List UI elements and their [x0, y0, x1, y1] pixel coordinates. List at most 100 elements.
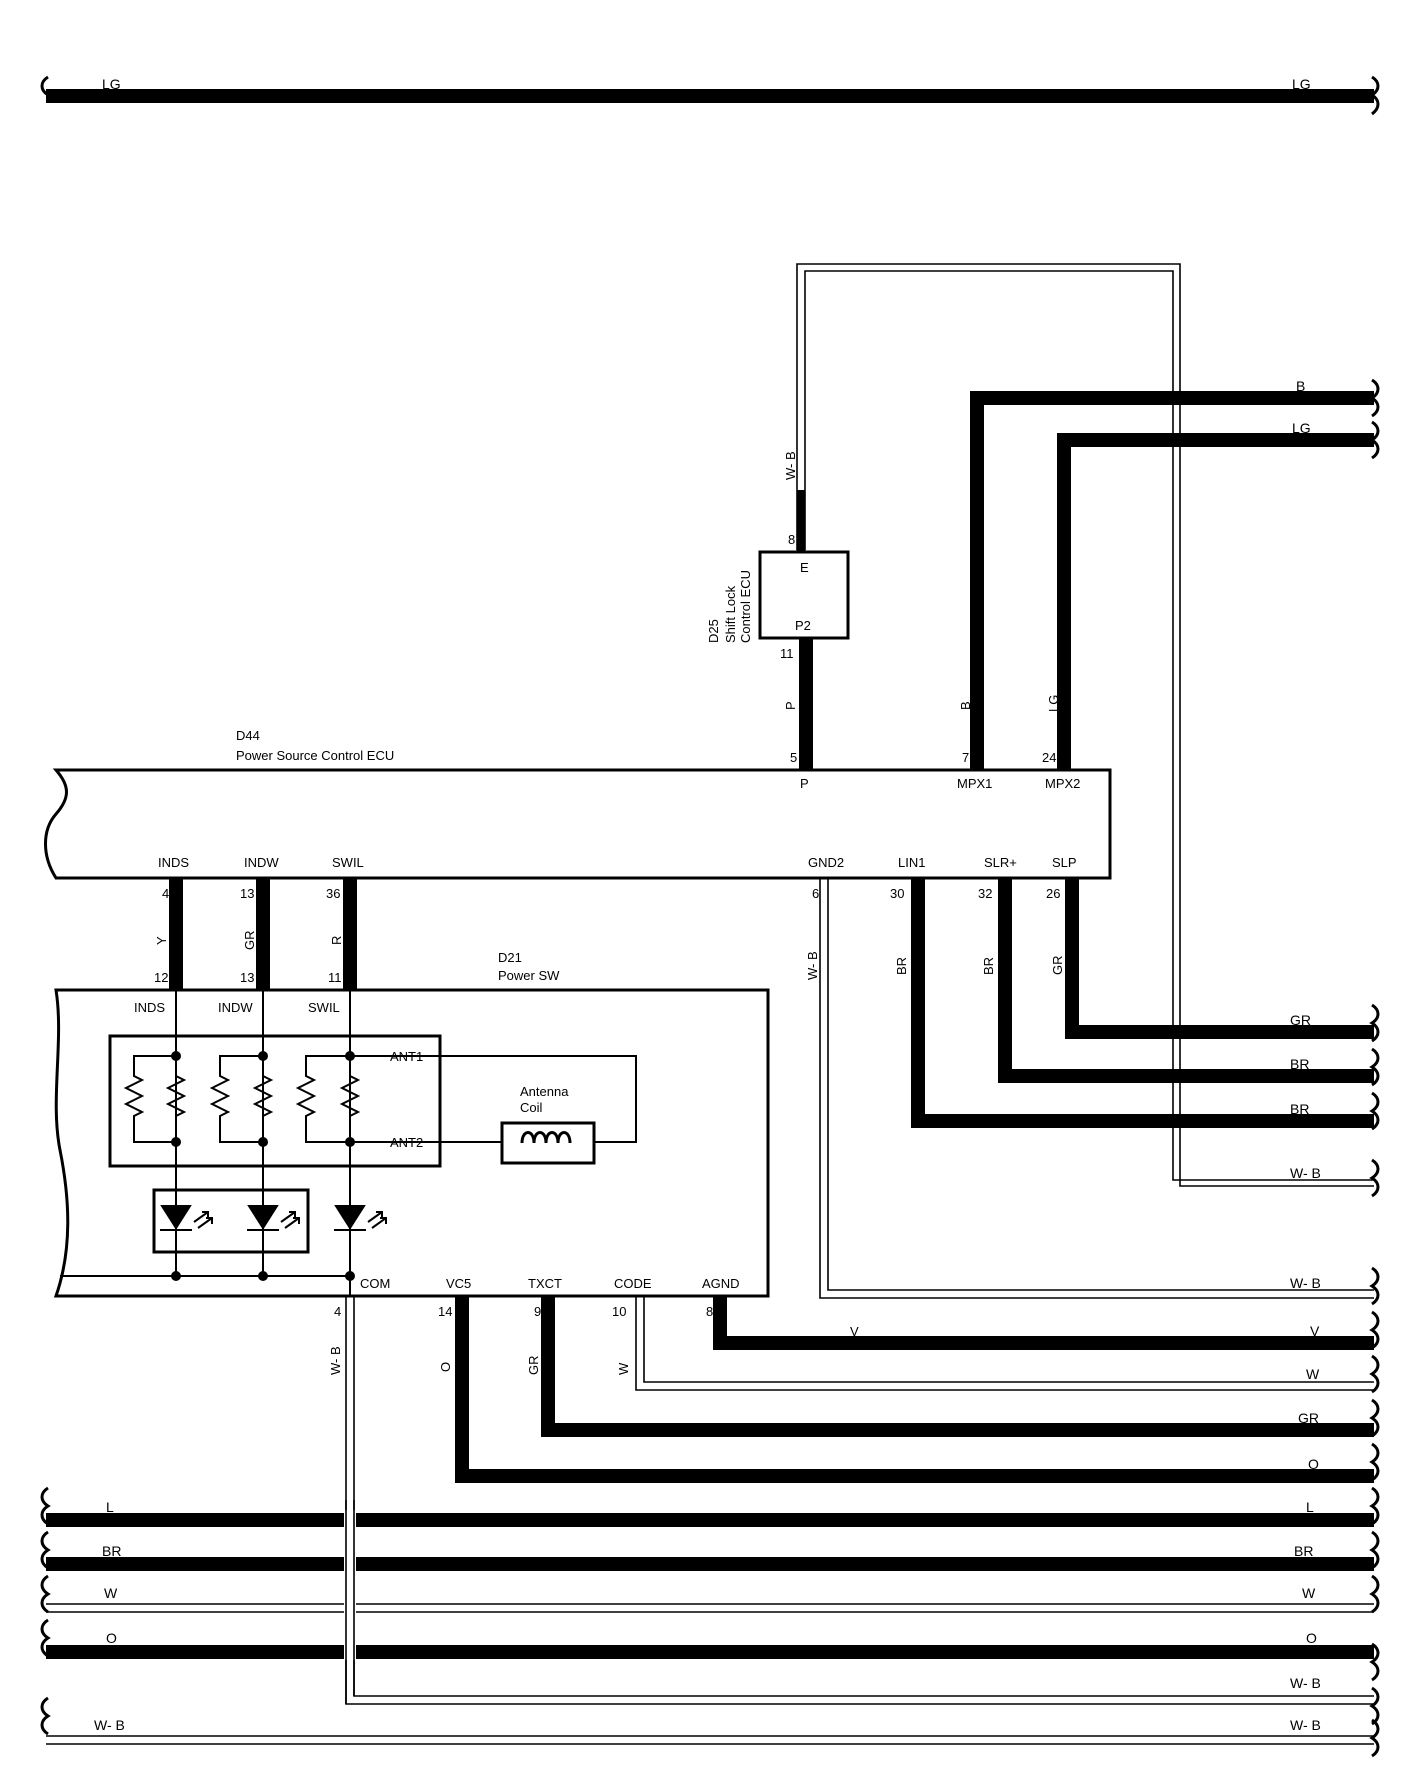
wire-label-bottom-wb-right: W- B [1290, 1717, 1321, 1733]
d44-pin-swil-num: 36 [326, 886, 340, 901]
wire-label-right-gr: GR [1290, 1012, 1311, 1028]
wire-label-v-lg: LG [1046, 695, 1061, 712]
break-marks [40, 75, 1380, 1758]
wire-gr-txct [541, 1296, 1374, 1437]
wire-label-v-o: O [438, 1362, 453, 1372]
wire-label-right-o: O [1308, 1456, 1319, 1472]
d21-pin-agnd-label: AGND [702, 1276, 740, 1291]
wire-label-right-wb1: W- B [1290, 1165, 1321, 1181]
d21-pin-indw-label: INDW [218, 1000, 253, 1015]
d21-pin-agnd-num: 8 [706, 1304, 713, 1319]
d44-pin-gnd2-label: GND2 [808, 855, 844, 870]
led-indicators [160, 1205, 387, 1231]
d21-pin-inds-num: 12 [154, 970, 168, 985]
bus-label-wb-right: W- B [1290, 1675, 1321, 1691]
wire-label-right-br2: BR [1290, 1101, 1309, 1117]
wire-label-v-gr: GR [242, 931, 257, 951]
d21-pin-vc5-label: VC5 [446, 1276, 471, 1291]
d21-pin-code-num: 10 [612, 1304, 626, 1319]
d25-pin11-num: 11 [780, 646, 794, 661]
d25-shift-lock-ecu: E P2 8 11 D25 Shift Lock Control ECU [706, 532, 850, 661]
wire-wb-d25-loop [796, 263, 1374, 1187]
d21-pin-com-num: 4 [334, 1304, 341, 1319]
d21-pin-vc5-num: 14 [438, 1304, 452, 1319]
d25-pin-p2: P2 [795, 618, 811, 633]
wire-lg-mpx2 [1057, 433, 1374, 770]
wire-label-v-b: B [958, 701, 973, 710]
d25-name-line1: Shift Lock [723, 585, 738, 643]
bus-wire-w [46, 1603, 1374, 1613]
wire-wb-com [345, 1296, 1374, 1705]
wire-label-right-lg: LG [1292, 420, 1311, 436]
wire-label-right-w: W [1306, 1366, 1320, 1382]
d21-pin-inds-label: INDS [134, 1000, 165, 1015]
d21-ant2: ANT2 [390, 1135, 423, 1150]
wire-label-v-w: W [616, 1362, 631, 1375]
d21-led-box [152, 1188, 310, 1254]
wire-wb-gnd2 [819, 878, 1374, 1299]
wire-br-slrp [998, 878, 1374, 1083]
bus-label-o-right: O [1306, 1630, 1317, 1646]
wire-label-v-wb-gnd2: W- B [805, 951, 820, 980]
wire-b-mpx1 [970, 391, 1374, 770]
d44-pin-mpx2-label: MPX2 [1045, 776, 1080, 791]
d21-pin-code-label: CODE [614, 1276, 652, 1291]
wire-label-v-wb-com: W- B [328, 1346, 343, 1375]
d44-pin-slp-num: 26 [1046, 886, 1060, 901]
d44-pin-p-label: P [800, 776, 809, 791]
d44-pin-indw-num: 13 [240, 886, 254, 901]
d44-pin-inds-label: INDS [158, 855, 189, 870]
d44-power-source-ecu: D44 Power Source Control ECU [44, 728, 1112, 880]
d44-pin-lin1-label: LIN1 [898, 855, 925, 870]
d21-ant1: ANT1 [390, 1049, 423, 1064]
d21-pin-txct-label: TXCT [528, 1276, 562, 1291]
d44-pin-slrp-num: 32 [978, 886, 992, 901]
d25-pin-e: E [800, 560, 809, 575]
d44-pin-lin1-num: 30 [890, 886, 904, 901]
d21-id: D21 [498, 950, 522, 965]
bus-label-w-right: W [1302, 1585, 1316, 1601]
d44-pin-indw-label: INDW [244, 855, 279, 870]
wire-label-right-br1: BR [1290, 1056, 1309, 1072]
wire-label-v-r: R [329, 936, 344, 945]
wire-br-lin1 [911, 878, 1374, 1128]
antenna-coil-label-2: Coil [520, 1100, 543, 1115]
d21-resistor-network [123, 1055, 440, 1143]
d44-pin-slrp-label: SLR+ [984, 855, 1017, 870]
d44-pin-inds-num: 4 [162, 886, 169, 901]
d44-pin-mpx1-label: MPX1 [957, 776, 992, 791]
d21-pin-txct-num: 9 [534, 1304, 541, 1319]
bus-label-l-left: L [106, 1499, 114, 1515]
d21-name: Power SW [498, 968, 560, 983]
d21-pin-swil-num: 11 [328, 970, 342, 985]
wire-o-vc5 [455, 1296, 1374, 1483]
wire-label-right-gr2: GR [1298, 1410, 1319, 1426]
wire-label-right-wb2: W- B [1290, 1275, 1321, 1291]
wire-label-mid-v: V [850, 1324, 859, 1339]
wire-label-bottom-wb-left: W- B [94, 1717, 125, 1733]
wire-label-right-v: V [1310, 1323, 1320, 1339]
d44-pin-swil-label: SWIL [332, 855, 364, 870]
wire-label-top-lg-left: LG [102, 76, 121, 92]
d21-pin-com-label: COM [360, 1276, 390, 1291]
bus-label-w-left: W [104, 1585, 118, 1601]
bottom-wire-wb [46, 1735, 1374, 1745]
d25-name-line2: Control ECU [738, 570, 753, 643]
wire-w-code [635, 1296, 1374, 1391]
wire-label-v-y: Y [154, 936, 169, 945]
bus-label-l-right: L [1306, 1499, 1314, 1515]
d25-id: D25 [706, 619, 721, 643]
bus-label-br-right: BR [1294, 1543, 1313, 1559]
bus-label-o-left: O [106, 1630, 117, 1646]
bus-label-br-left: BR [102, 1543, 121, 1559]
wire-label-v-br1: BR [894, 957, 909, 975]
wire-label-top-lg-right: LG [1292, 76, 1311, 92]
d21-junction-dots [171, 1051, 355, 1281]
wire-label-right-b: B [1296, 378, 1305, 394]
d21-pin-swil-label: SWIL [308, 1000, 340, 1015]
wire-label-v-p: P [783, 701, 798, 710]
d21-resistor-box [108, 1034, 442, 1168]
d25-pin8-num: 8 [788, 532, 795, 547]
d21-pin-indw-num: 13 [240, 970, 254, 985]
d44-pin-slp-label: SLP [1052, 855, 1077, 870]
